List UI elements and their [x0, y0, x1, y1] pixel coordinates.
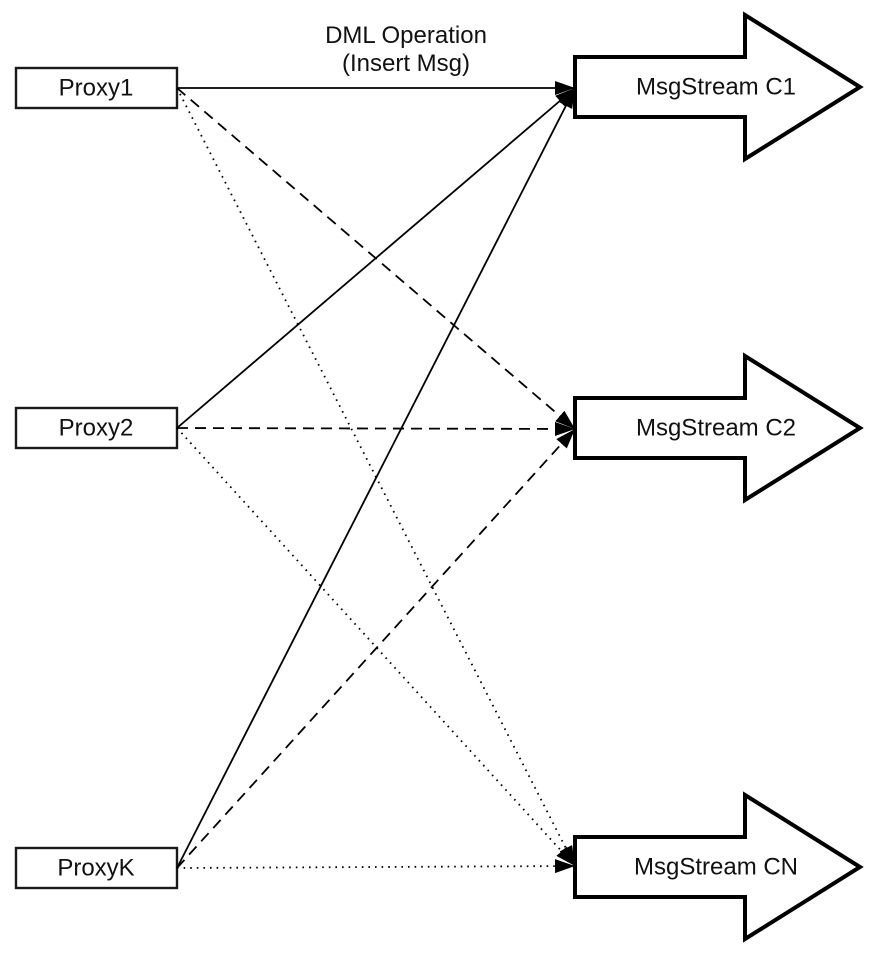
- proxy2-box: [14, 406, 179, 450]
- node-proxyk: ProxyK: [14, 846, 179, 890]
- edge-proxy2-to-c1-solid: [176, 87, 576, 429]
- node-proxy1: Proxy1: [14, 66, 179, 110]
- msgstream-c2-label: MsgStream C2: [636, 415, 796, 442]
- msgstream-cn-arrow-shape: [573, 791, 864, 943]
- node-proxy2: Proxy2: [14, 406, 179, 450]
- node-msgstream-c1: MsgStream C1: [573, 11, 864, 163]
- msgstream-c1-label: MsgStream C1: [636, 74, 796, 101]
- proxyk-label: ProxyK: [57, 855, 134, 882]
- proxy1-box: [14, 66, 179, 110]
- edge-proxyk-to-c2-dashed: [176, 428, 576, 869]
- msgstream-cn-label: MsgStream CN: [634, 854, 798, 881]
- msgstream-c1-arrow-shape: [573, 11, 864, 163]
- edge-proxyk-to-c1-solid: [176, 87, 576, 869]
- edge-proxy2-to-c2-dashed: [176, 421, 576, 436]
- edges-layer: [176, 81, 576, 874]
- edge-proxyk-to-cn-dotted: [176, 859, 576, 874]
- node-msgstream-cn: MsgStream CN: [573, 791, 864, 943]
- dml-operation-label: DML Operation (Insert Msg): [325, 22, 487, 77]
- proxy1-label: Proxy1: [59, 75, 134, 102]
- dml-operation-label-line1: DML Operation: [325, 22, 487, 49]
- msgstream-c2-arrow-shape: [573, 352, 864, 504]
- dml-operation-label-line2: (Insert Msg): [342, 50, 470, 77]
- proxy2-label: Proxy2: [59, 415, 134, 442]
- node-msgstream-c2: MsgStream C2: [573, 352, 864, 504]
- proxyk-box: [14, 846, 179, 890]
